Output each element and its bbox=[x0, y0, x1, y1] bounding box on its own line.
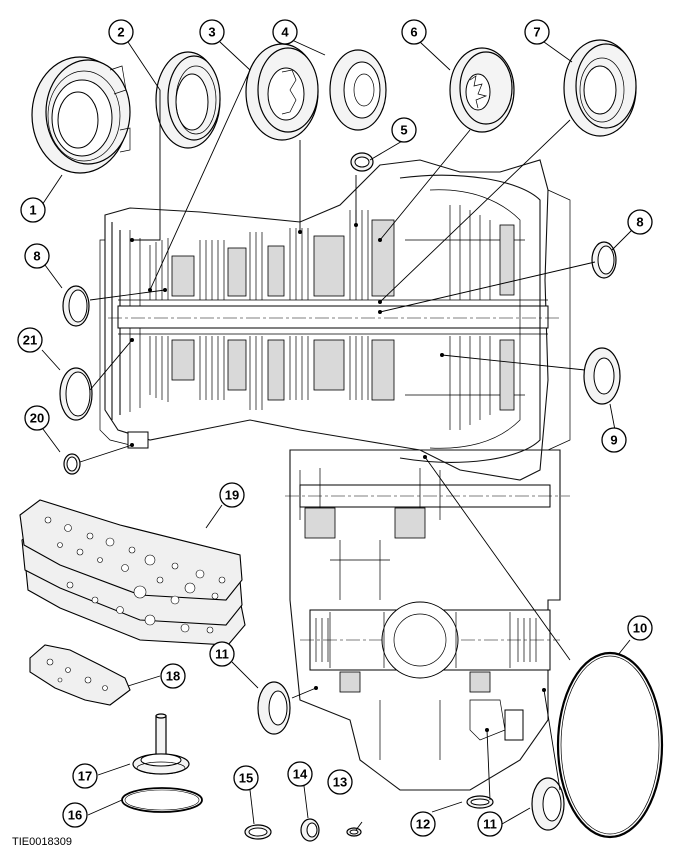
part-19-valve-body-gaskets bbox=[19, 499, 246, 646]
callout-10: 10 bbox=[627, 615, 653, 641]
part-6-pump-gear bbox=[449, 47, 515, 133]
part-10-large-o-ring bbox=[556, 651, 664, 839]
svg-text:21: 21 bbox=[23, 333, 37, 348]
part-9-oil-seal bbox=[583, 347, 621, 405]
part-20-o-ring bbox=[63, 453, 81, 475]
callout-1: 1 bbox=[20, 197, 46, 223]
callout-2: 2 bbox=[108, 19, 134, 45]
svg-text:9: 9 bbox=[610, 433, 617, 448]
leader-lines bbox=[39, 39, 633, 831]
svg-text:18: 18 bbox=[166, 669, 180, 684]
callout-5: 5 bbox=[391, 117, 417, 143]
callout-6: 6 bbox=[401, 19, 427, 45]
part-4-seal-plate bbox=[329, 49, 387, 131]
svg-text:15: 15 bbox=[239, 771, 253, 786]
transfer-differential-section bbox=[285, 449, 570, 791]
svg-text:8: 8 bbox=[636, 215, 643, 230]
part-14-plug-seal bbox=[300, 818, 320, 842]
part-8-snap-ring-right bbox=[591, 241, 617, 279]
part-18-small-gasket bbox=[29, 644, 131, 706]
svg-text:13: 13 bbox=[333, 775, 347, 790]
part-12-o-ring bbox=[466, 795, 494, 809]
svg-text:11: 11 bbox=[215, 647, 229, 662]
callout-21: 21 bbox=[17, 327, 43, 353]
callout-11-left: 11 bbox=[209, 641, 235, 667]
figure-code: TIE0018309 bbox=[12, 836, 72, 848]
part-21-seal-ring bbox=[59, 367, 93, 421]
svg-text:11: 11 bbox=[483, 817, 497, 832]
callout-3: 3 bbox=[199, 19, 225, 45]
part-15-o-ring bbox=[244, 824, 272, 840]
svg-text:10: 10 bbox=[633, 621, 647, 636]
part-2-piston bbox=[155, 51, 221, 149]
part-16-large-o-ring bbox=[121, 787, 203, 813]
svg-text:4: 4 bbox=[281, 25, 289, 40]
callout-19: 19 bbox=[219, 482, 245, 508]
svg-text:1: 1 bbox=[29, 203, 36, 218]
svg-text:14: 14 bbox=[293, 767, 308, 782]
svg-text:16: 16 bbox=[68, 808, 82, 823]
callout-7: 7 bbox=[524, 19, 550, 45]
part-1-clutch-drum bbox=[31, 56, 131, 174]
callout-13: 13 bbox=[327, 769, 353, 795]
svg-text:6: 6 bbox=[410, 25, 417, 40]
part-8-snap-ring-left bbox=[62, 285, 90, 327]
part-17-accumulator-piston bbox=[132, 713, 190, 775]
callout-4: 4 bbox=[272, 19, 298, 45]
svg-text:20: 20 bbox=[30, 411, 44, 426]
callout-18: 18 bbox=[160, 663, 186, 689]
part-13-small-seal bbox=[346, 827, 362, 837]
svg-text:8: 8 bbox=[33, 249, 40, 264]
part-11-axle-seal-left bbox=[257, 681, 291, 735]
callout-8-left: 8 bbox=[24, 243, 50, 269]
svg-text:2: 2 bbox=[117, 25, 124, 40]
transmission-cross-section bbox=[99, 159, 571, 481]
leader-endpoints bbox=[130, 223, 546, 732]
callout-8-right: 8 bbox=[627, 209, 653, 235]
part-5-o-ring bbox=[350, 152, 374, 172]
svg-text:19: 19 bbox=[225, 488, 239, 503]
svg-text:5: 5 bbox=[400, 123, 407, 138]
part-7-pump-housing bbox=[563, 39, 637, 137]
callout-15: 15 bbox=[233, 765, 259, 791]
callout-20: 20 bbox=[24, 405, 50, 431]
callout-11-right: 11 bbox=[477, 811, 503, 837]
svg-text:3: 3 bbox=[208, 25, 215, 40]
callout-12: 12 bbox=[410, 811, 436, 837]
part-3-clutch-housing bbox=[245, 43, 319, 141]
svg-text:17: 17 bbox=[78, 769, 92, 784]
callout-9: 9 bbox=[601, 427, 627, 453]
part-11-axle-seal-right bbox=[531, 777, 565, 831]
svg-text:7: 7 bbox=[533, 25, 540, 40]
callout-14: 14 bbox=[287, 761, 313, 787]
callout-16: 16 bbox=[62, 802, 88, 828]
svg-text:12: 12 bbox=[416, 817, 430, 832]
callout-17: 17 bbox=[72, 763, 98, 789]
